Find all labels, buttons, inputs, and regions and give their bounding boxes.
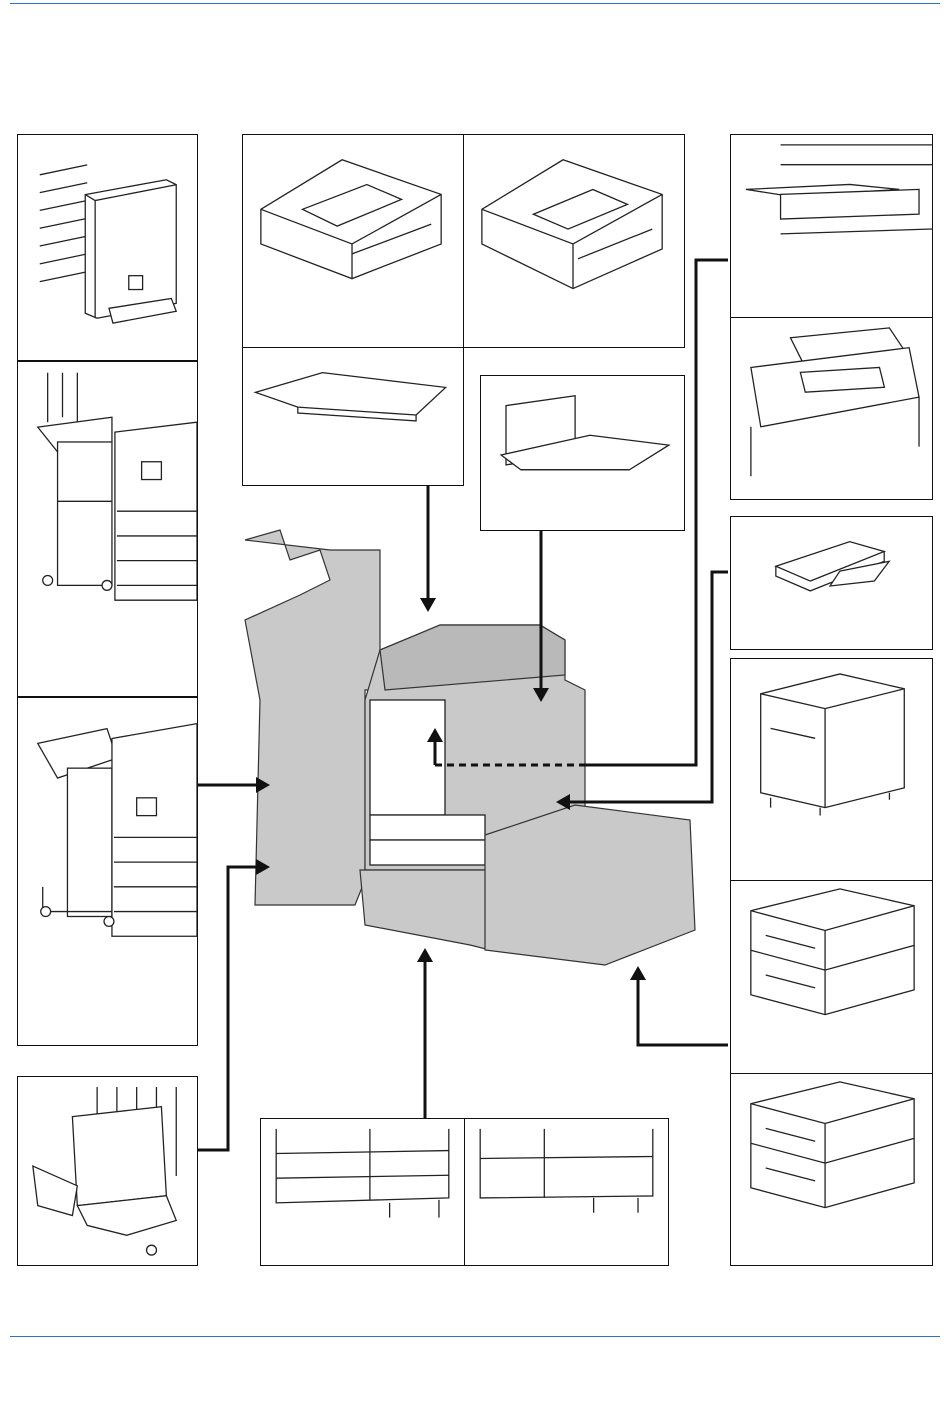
- lower-feeder-silhouette: [360, 870, 490, 950]
- cassette-1: [370, 815, 485, 840]
- finisher-silhouette: [245, 530, 380, 905]
- cassette-2: [370, 840, 485, 865]
- side-deck-silhouette: [485, 805, 695, 965]
